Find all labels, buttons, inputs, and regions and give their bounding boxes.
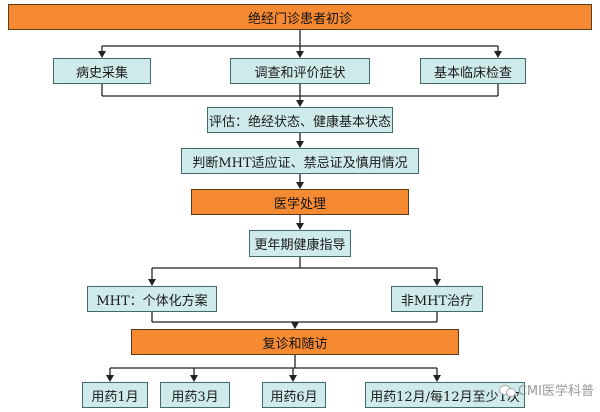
node-judge: 判断MHT适应证、禁忌证及慎用情况 [181, 148, 419, 174]
node-non-mht: 非MHT治疗 [391, 286, 483, 312]
node-guidance: 更年期健康指导 [249, 230, 351, 257]
node-m6: 用药6月 [262, 382, 326, 408]
watermark-text: CMI医学科普 [517, 384, 594, 399]
node-mht: MHT：个体化方案 [87, 286, 217, 312]
node-m3: 用药3月 [160, 382, 230, 408]
node-assess: 评估：绝经状态、健康基本状态 [207, 107, 393, 133]
chat-bubble-icon [498, 384, 516, 397]
node-survey: 调查和评价症状 [230, 58, 370, 84]
node-m12: 用药12月/每12月至少1次 [365, 382, 525, 408]
node-start: 绝经门诊患者初诊 [8, 4, 592, 30]
node-history: 病史采集 [53, 58, 151, 84]
node-m1: 用药1月 [82, 382, 148, 408]
node-followup: 复诊和随访 [131, 329, 459, 355]
node-exam: 基本临床检查 [420, 58, 526, 84]
node-medical: 医学处理 [191, 189, 409, 215]
watermark: CMI医学科普 [498, 380, 594, 399]
